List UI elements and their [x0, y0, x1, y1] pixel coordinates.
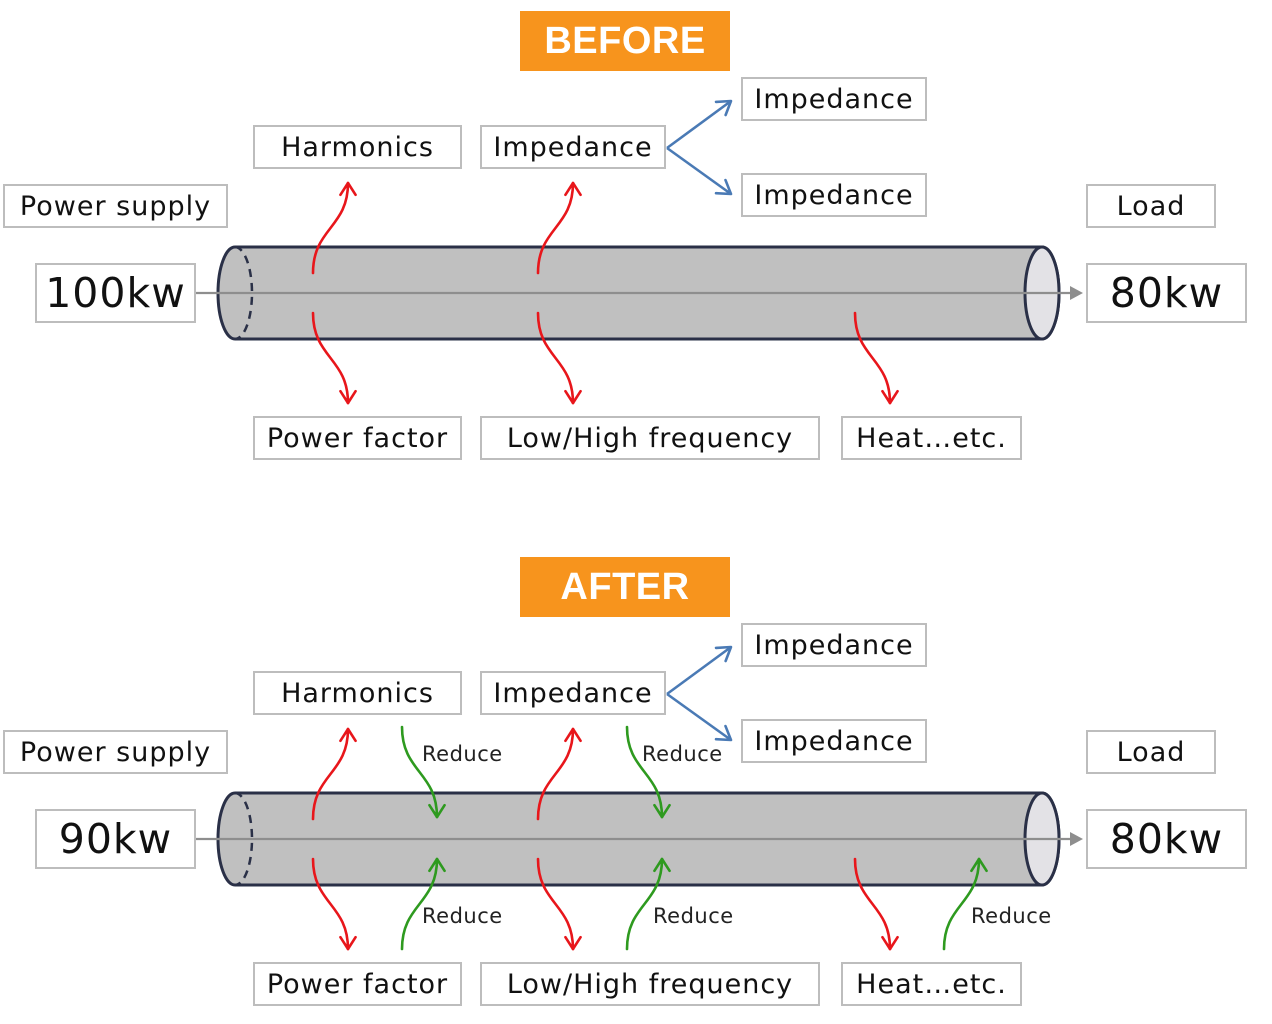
after-impedance-loss-arrow [536, 727, 575, 821]
after-header: AFTER [520, 557, 730, 617]
impedance-split-lower-label: Impedance [741, 719, 927, 763]
power-factor-label: Power factor [253, 416, 462, 460]
after-harmonics-loss-arrow [311, 727, 350, 821]
after-reduce-power-factor-arrow-head [428, 857, 446, 873]
reduce-label-harmonics: Reduce [422, 742, 503, 766]
harmonics-label: Harmonics [253, 125, 462, 169]
impedance-split-lower-label: Impedance [741, 173, 927, 217]
impedance-split-upper-label: Impedance [741, 77, 927, 121]
input-power-value: 90kw [35, 809, 196, 869]
after-power-factor-loss-arrow-head [339, 935, 357, 951]
before-harmonics-loss-arrow-head [339, 181, 357, 197]
before-heat-loss-arrow [853, 311, 892, 405]
after-reduce-harmonics-arrow [400, 725, 439, 819]
impedance-label: Impedance [480, 671, 666, 715]
after-frequency-loss-arrow-head [564, 935, 582, 951]
output-power-value: 80kw [1086, 809, 1247, 869]
after-impedance-split-arrow-lower [666, 692, 732, 742]
before-heat-loss-arrow-head [881, 389, 899, 405]
before-impedance-split-arrow-lower [666, 146, 732, 196]
after-power-factor-loss-arrow [311, 857, 350, 951]
after-reduce-impedance-arrow [625, 725, 664, 819]
before-frequency-loss-arrow-head [564, 389, 582, 405]
heat-etc-label: Heat…etc. [841, 416, 1022, 460]
heat-etc-label: Heat…etc. [841, 962, 1022, 1006]
before-power-factor-loss-arrow [311, 311, 350, 405]
after-reduce-power-factor-arrow [400, 857, 439, 951]
after-impedance-split-arrow-lower-head [714, 724, 733, 742]
after-reduce-heat-arrow [942, 857, 981, 951]
harmonics-label: Harmonics [253, 671, 462, 715]
before-impedance-loss-arrow [536, 181, 575, 275]
after-heat-loss-arrow-head [881, 935, 899, 951]
input-power-value: 100kw [35, 263, 196, 323]
reduce-label-power-factor: Reduce [422, 904, 503, 928]
before-impedance-loss-arrow-head [564, 181, 582, 197]
after-reduce-frequency-arrow [625, 857, 664, 951]
after-impedance-split-arrow-upper [666, 645, 732, 696]
power-factor-label: Power factor [253, 962, 462, 1006]
after-harmonics-loss-arrow-head [339, 727, 357, 743]
reduce-label-impedance: Reduce [642, 742, 723, 766]
after-impedance-loss-arrow-head [564, 727, 582, 743]
reduce-label-frequency: Reduce [653, 904, 734, 928]
impedance-label: Impedance [480, 125, 666, 169]
after-impedance-split-arrow-upper-head [714, 645, 733, 663]
before-impedance-split-arrow-upper-head [714, 99, 733, 117]
before-impedance-split-arrow-upper [666, 99, 732, 150]
after-reduce-impedance-arrow-head [653, 803, 671, 819]
before-cable-flow-arrowhead [1070, 286, 1083, 300]
reduce-label-heat: Reduce [971, 904, 1052, 928]
load-label: Load [1086, 184, 1216, 228]
load-label: Load [1086, 730, 1216, 774]
low-high-frequency-label: Low/High frequency [480, 962, 820, 1006]
before-impedance-split-arrow-lower-head [714, 178, 733, 196]
before-power-factor-loss-arrow-head [339, 389, 357, 405]
power-supply-label: Power supply [3, 184, 228, 228]
after-reduce-frequency-arrow-head [653, 857, 671, 873]
impedance-split-upper-label: Impedance [741, 623, 927, 667]
after-cable-flow-arrowhead [1070, 832, 1083, 846]
before-header: BEFORE [520, 11, 730, 71]
output-power-value: 80kw [1086, 263, 1247, 323]
before-harmonics-loss-arrow [311, 181, 350, 275]
after-reduce-heat-arrow-head [970, 857, 988, 873]
after-frequency-loss-arrow [536, 857, 575, 951]
power-supply-label: Power supply [3, 730, 228, 774]
after-heat-loss-arrow [853, 857, 892, 951]
after-reduce-harmonics-arrow-head [428, 803, 446, 819]
low-high-frequency-label: Low/High frequency [480, 416, 820, 460]
before-frequency-loss-arrow [536, 311, 575, 405]
